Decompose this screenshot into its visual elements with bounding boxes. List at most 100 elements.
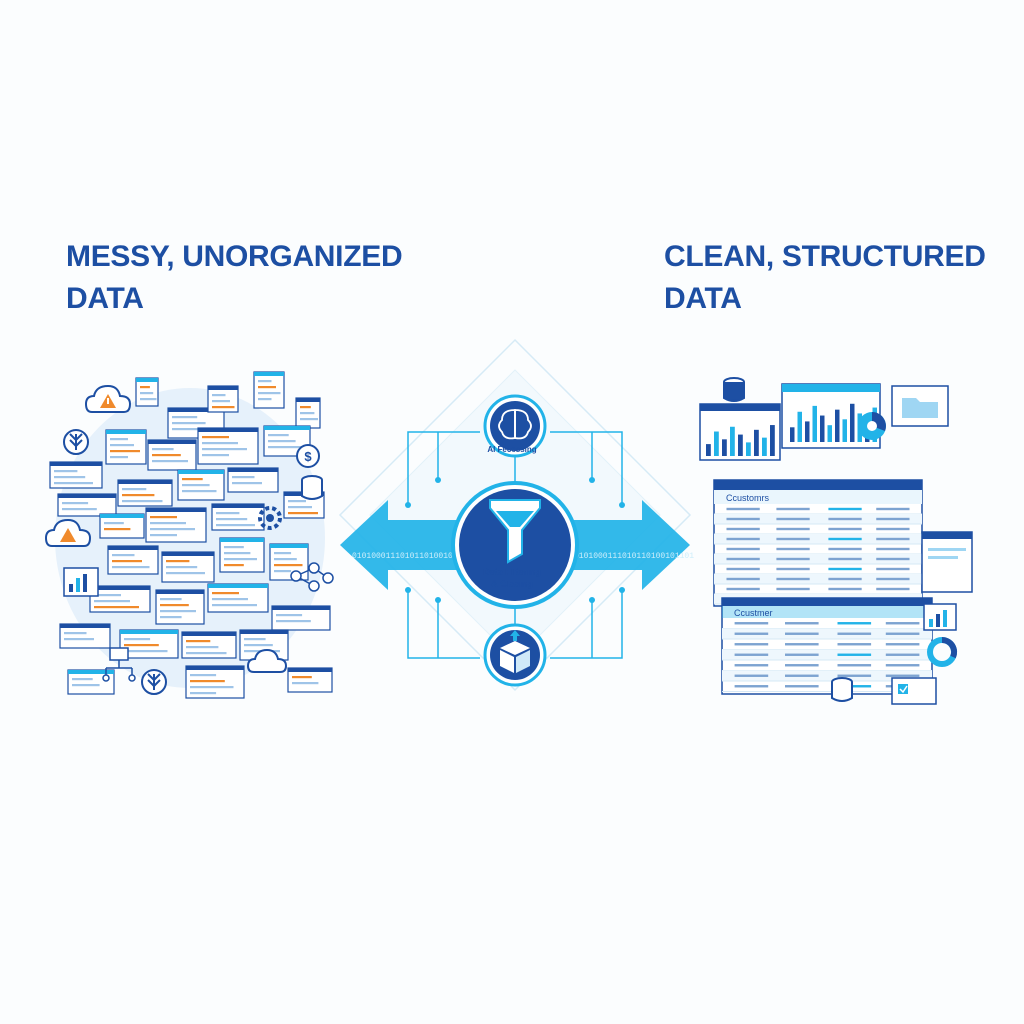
table-cell [776,537,810,541]
messy-data-cluster: $ [44,371,334,699]
table-cell [837,643,872,646]
donut-chart-icon [927,636,958,667]
dashboard-bar [790,427,795,442]
table-cell [885,622,920,625]
table-cell [785,653,819,656]
table-cell [785,632,819,635]
dashboard-bar [797,411,802,442]
table-cell [734,622,769,625]
table-cell [828,547,862,551]
table-cell [785,622,819,625]
table-cell [837,653,872,656]
table-cell [726,517,760,521]
document-card [177,469,225,501]
table-cell [776,567,810,571]
customer-table-2-header: Ccustmer [734,608,773,618]
filter-node-label: Deta Flltering & Claaing [462,566,562,590]
document-card [105,429,147,465]
funnel-icon [489,499,541,564]
messy-heading-line1: MESSY, UNORGANIZED [66,240,403,273]
clean-data-cluster: Ccustomrs Ccustmer [699,377,973,705]
dollar-icon: $ [296,444,320,468]
brain-icon [498,409,532,440]
messy-heading-line2: DATA [66,282,144,315]
document-card [135,377,159,407]
dashboard-bar [770,425,775,456]
document-card [253,371,285,409]
table-cell [734,674,769,677]
database-icon [301,475,323,500]
structured-output-node [483,623,547,687]
dashboard-bar [754,429,759,456]
dashboard-bar [805,421,810,442]
document-card [49,461,103,489]
document-card [207,385,239,413]
table-cell [734,643,769,646]
customer-table-header: Ccustomrs [726,493,770,503]
table-cell [726,527,760,531]
dashboard-bar [812,405,817,442]
document-card [145,507,207,543]
table-cell [726,557,760,561]
database-icon [831,677,853,702]
cloud-warning-icon [44,518,92,547]
table-cell [876,557,910,561]
document-card [271,605,331,631]
table-cell [885,664,920,667]
dashboard-bar [827,425,832,442]
table-cell [828,557,862,561]
table-cell [776,507,810,511]
table-cell [837,664,872,667]
dashboard-bar [850,403,855,442]
table-cell [828,577,862,581]
dashboard-bar [730,426,735,456]
svg-text:$: $ [304,449,312,464]
dashboard-panel [699,403,781,461]
ai-processing-node [483,394,547,458]
table-cell [876,587,910,591]
table-cell [734,685,769,688]
dashboard-bar [714,431,719,456]
table-cell [876,577,910,581]
binary-stream-right: 0101000111010110100101101 [574,552,694,561]
dashboard-bar [706,444,711,456]
flow-chart-icon [102,647,136,682]
document-card [207,583,269,613]
table-cell [837,632,872,635]
dashboard-bar [762,437,767,456]
table-cell [837,622,872,625]
circuit-lines [407,431,623,659]
dashboard-bar [738,434,743,456]
checklist-card [891,677,937,705]
cloud-icon [246,648,288,673]
document-card [227,467,279,493]
filtering-cleaning-node [451,481,579,609]
tree-icon [63,429,89,455]
document-card [211,503,265,531]
table-cell [876,517,910,521]
document-card [89,585,151,613]
table-cell [876,537,910,541]
table-cell [876,507,910,511]
dashboard-bar [722,439,727,456]
table-cell [726,507,760,511]
table-cell [785,664,819,667]
left-arrow [340,500,460,590]
dashboard-bar [842,419,847,442]
table-cell [776,587,810,591]
document-card [147,439,197,471]
document-card [57,493,117,517]
table-cell [885,643,920,646]
table-cell [828,517,862,521]
document-card [107,545,159,575]
folder-panel [891,385,949,427]
document-card [67,669,115,695]
filter-label-line2: & Claaing [491,579,533,589]
table-cell [726,537,760,541]
tree-icon [141,669,167,695]
table-cell [785,643,819,646]
table-cell [828,587,862,591]
document-card [119,629,179,659]
table-cell [876,527,910,531]
document-card [155,589,205,625]
